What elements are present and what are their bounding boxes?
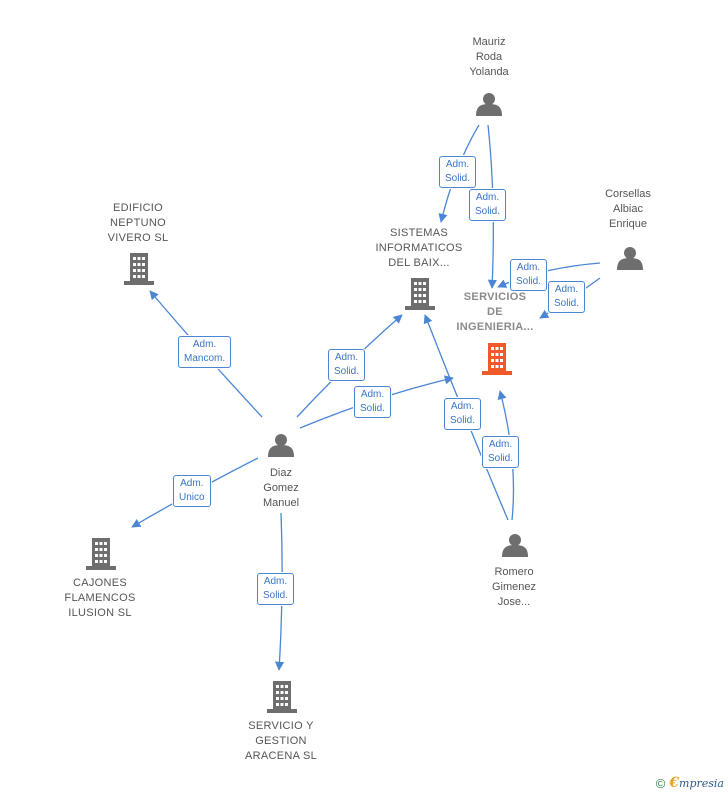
node-label-corsellas[interactable]: Corsellas Albiac Enrique bbox=[605, 188, 651, 230]
node-label-diaz[interactable]: Diaz Gomez Manuel bbox=[262, 467, 300, 509]
person-icon-diaz[interactable] bbox=[268, 434, 294, 457]
node-label-romero[interactable]: Romero Gimenez Jose... bbox=[491, 566, 537, 608]
edge-label-diaz-cajones: Adm. Unico bbox=[173, 475, 211, 507]
footer-brand[interactable]: © €mpresia bbox=[656, 775, 724, 791]
edge-label-diaz-servicios: Adm. Solid. bbox=[354, 386, 392, 418]
edge-label-diaz-sistemas: Adm. Solid. bbox=[328, 349, 366, 381]
brand-logo: €mpresia bbox=[669, 775, 724, 791]
copyright-icon: © bbox=[655, 775, 666, 791]
building-icon-sistemas[interactable] bbox=[405, 278, 435, 310]
node-label-cajones[interactable]: CAJONES FLAMENCOS ILUSION SL bbox=[64, 577, 136, 619]
node-label-aracena[interactable]: SERVICIO Y GESTION ARACENA SL bbox=[244, 720, 318, 762]
edge-label-corsellas-servicios-b: Adm. Solid. bbox=[548, 281, 586, 313]
building-icon-aracena[interactable] bbox=[267, 681, 297, 713]
edge-label-romero-servicios: Adm. Solid. bbox=[482, 436, 520, 468]
building-icon-cajones[interactable] bbox=[86, 538, 116, 570]
person-icon-mauriz[interactable] bbox=[476, 93, 502, 116]
node-label-servicios[interactable]: SERVICIOS DE INGENIERIA... bbox=[456, 291, 534, 333]
edge-label-corsellas-servicios-a: Adm. Solid. bbox=[510, 259, 548, 291]
edge-label-mauriz-servicios: Adm. Solid. bbox=[469, 189, 507, 221]
edge-label-mauriz-sistemas: Adm. Solid. bbox=[439, 156, 477, 188]
building-icon-servicios[interactable] bbox=[482, 343, 512, 375]
node-label-mauriz[interactable]: Mauriz Roda Yolanda bbox=[469, 36, 509, 78]
edge-label-romero-sistemas: Adm. Solid. bbox=[444, 398, 482, 430]
node-label-sistemas[interactable]: SISTEMAS INFORMATICOS DEL BAIX... bbox=[375, 227, 463, 269]
node-label-edificio[interactable]: EDIFICIO NEPTUNO VIVERO SL bbox=[107, 202, 169, 244]
building-icon-edificio[interactable] bbox=[124, 253, 154, 285]
person-icon-corsellas[interactable] bbox=[617, 247, 643, 270]
edge-label-diaz-aracena: Adm. Solid. bbox=[257, 573, 295, 605]
edge-label-diaz-edificio: Adm. Mancom. bbox=[178, 336, 232, 368]
person-icon-romero[interactable] bbox=[502, 534, 528, 557]
